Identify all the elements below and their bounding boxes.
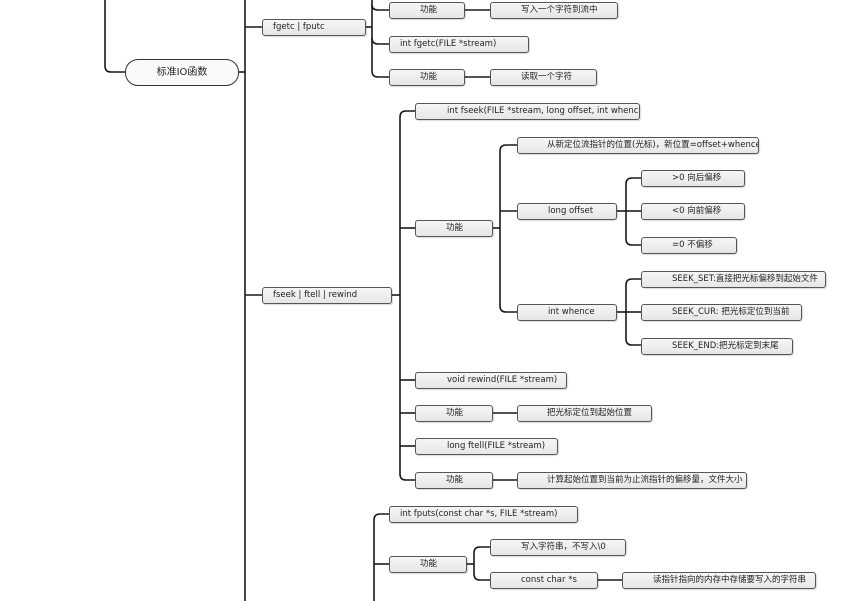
node-func-write[interactable]: 功能 — [389, 2, 465, 19]
node-fputs-func[interactable]: 功能 — [389, 556, 467, 573]
root-node[interactable]: 标准IO函数 — [125, 59, 239, 86]
node-fseek-desc[interactable]: 从新定位流指针的位置(光标)，新位置=offset+whence — [517, 137, 759, 154]
node-offset-zero[interactable]: =0 不偏移 — [641, 237, 737, 254]
node-ftell-desc[interactable]: 计算起始位置到当前为止流指针的偏移量，文件大小 — [517, 472, 747, 489]
node-fseek-group[interactable]: fseek | ftell | rewind — [262, 287, 392, 304]
node-ftell-func[interactable]: 功能 — [415, 472, 493, 489]
node-fputs-sig[interactable]: int fputs(const char *s, FILE *stream) — [389, 506, 578, 523]
node-seek-cur[interactable]: SEEK_CUR: 把光标定位到当前 — [641, 304, 802, 321]
node-fgetc-fputc[interactable]: fgetc | fputc — [262, 19, 366, 36]
node-const-char-desc[interactable]: 读指针指向的内存中存储要写入的字符串 — [622, 572, 816, 589]
node-fseek-sig[interactable]: int fseek(FILE *stream, long offset, int… — [415, 103, 640, 120]
node-seek-set[interactable]: SEEK_SET:直接把光标偏移到起始文件 — [641, 271, 826, 288]
node-ftell-sig[interactable]: long ftell(FILE *stream) — [415, 438, 558, 455]
node-func-read[interactable]: 功能 — [389, 69, 465, 86]
node-fputs-desc[interactable]: 写入字符串，不写入\0 — [490, 539, 626, 556]
node-const-char[interactable]: const char *s — [490, 572, 598, 589]
node-fgetc-sig[interactable]: int fgetc(FILE *stream) — [389, 36, 529, 53]
node-offset-neg[interactable]: <0 向前偏移 — [641, 203, 745, 220]
node-offset-pos[interactable]: >0 向后偏移 — [641, 170, 745, 187]
node-read-char[interactable]: 读取一个字符 — [490, 69, 597, 86]
node-write-char[interactable]: 写入一个字符到流中 — [490, 2, 618, 19]
node-rewind-desc[interactable]: 把光标定位到起始位置 — [517, 405, 652, 422]
node-int-whence[interactable]: int whence — [517, 304, 617, 321]
node-long-offset[interactable]: long offset — [517, 203, 617, 220]
node-rewind-sig[interactable]: void rewind(FILE *stream) — [415, 372, 567, 389]
node-rewind-func[interactable]: 功能 — [415, 405, 493, 422]
node-fseek-func[interactable]: 功能 — [415, 220, 493, 237]
node-seek-end[interactable]: SEEK_END:把光标定到末尾 — [641, 338, 793, 355]
